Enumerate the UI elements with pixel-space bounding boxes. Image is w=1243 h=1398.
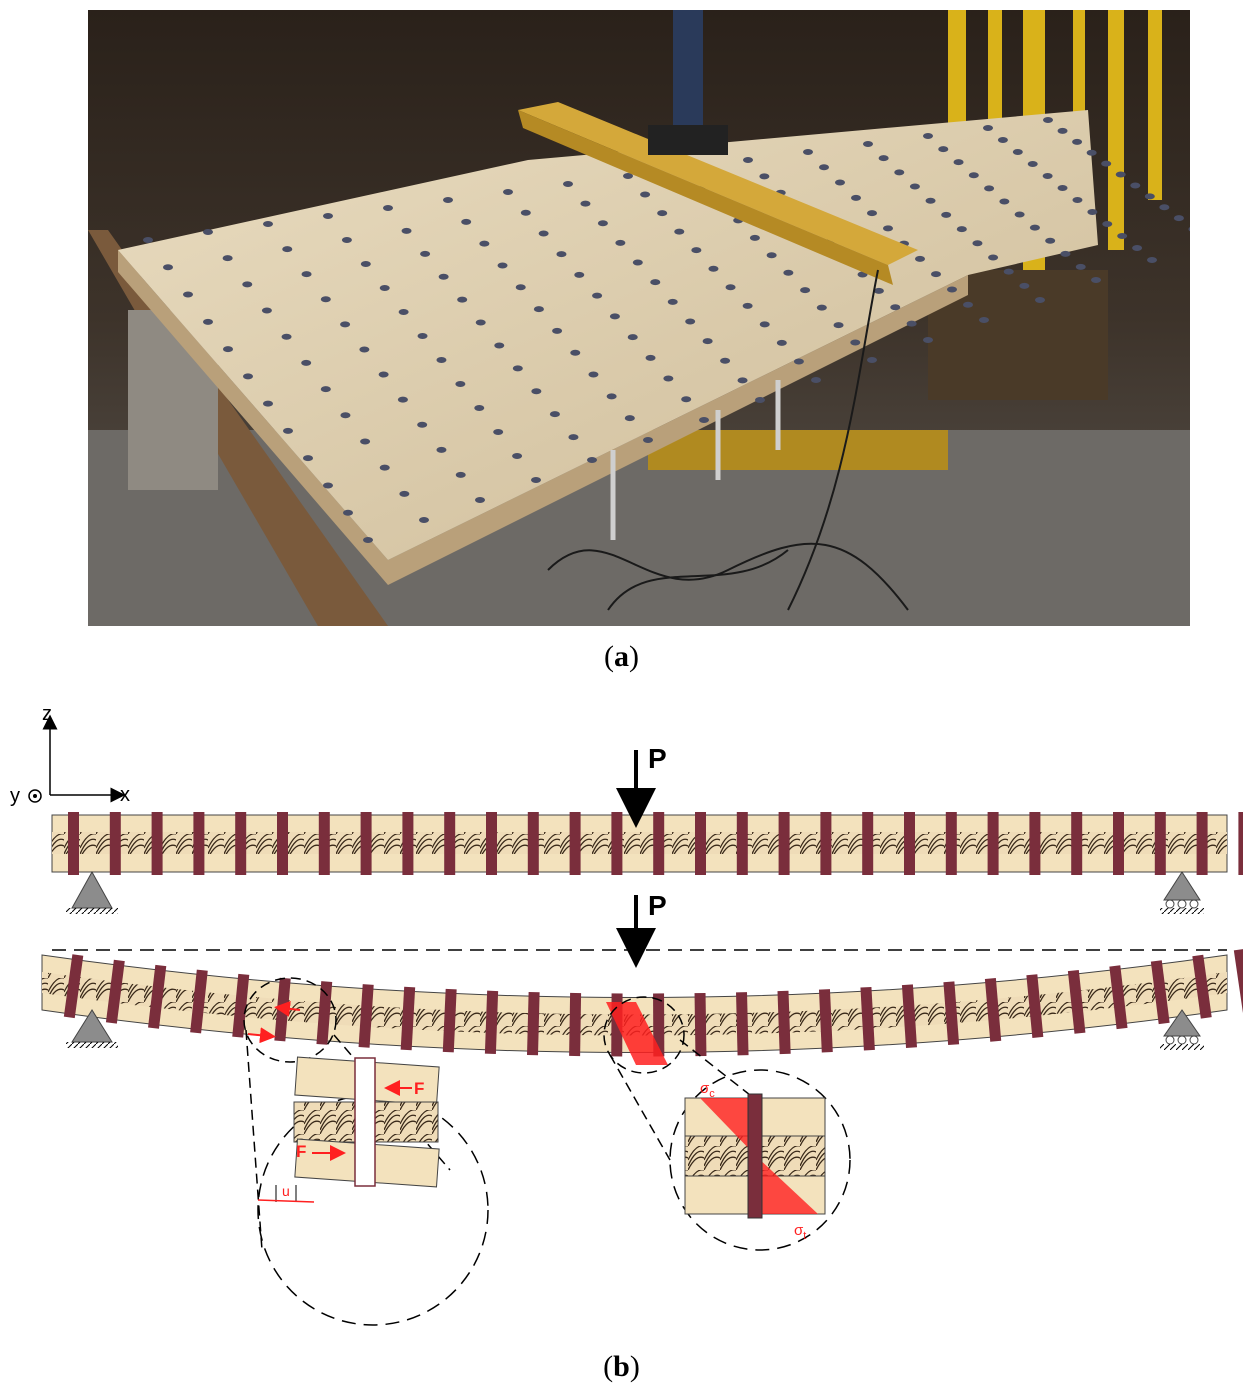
deformed-beam: P bbox=[41, 890, 1243, 1251]
tension-zone bbox=[756, 1156, 818, 1214]
dowel bbox=[1071, 812, 1083, 875]
dowel-detail-mid bbox=[747, 1093, 763, 1219]
dowel-detail bbox=[354, 1057, 376, 1187]
dowel bbox=[945, 812, 957, 875]
coordinate-axes: z x y bbox=[10, 703, 130, 807]
dowel bbox=[987, 812, 999, 875]
dowel bbox=[193, 812, 205, 875]
pin-support-left bbox=[71, 870, 113, 909]
dowel bbox=[820, 812, 832, 875]
dowel bbox=[1154, 812, 1166, 875]
compression-label: σc bbox=[700, 1080, 715, 1100]
actuator bbox=[673, 10, 703, 140]
dowel bbox=[148, 964, 167, 1029]
cables bbox=[547, 269, 909, 611]
dowel bbox=[1150, 960, 1170, 1025]
lvdt-sensors bbox=[610, 380, 781, 540]
dowel bbox=[358, 984, 374, 1048]
dowel bbox=[484, 990, 499, 1055]
dowel bbox=[109, 812, 121, 875]
dowel bbox=[777, 990, 791, 1055]
dowel bbox=[1109, 965, 1128, 1030]
y-axis-symbol bbox=[28, 789, 42, 803]
dowel-row-deformed bbox=[63, 948, 1243, 1057]
force-label-left: F bbox=[296, 1142, 306, 1161]
dowel bbox=[400, 986, 416, 1051]
dowel bbox=[68, 812, 79, 875]
detail-circle-mid bbox=[603, 996, 685, 1074]
dowel bbox=[736, 812, 748, 875]
inset-stress-detail: σc σt bbox=[669, 1069, 851, 1251]
slip-label: u bbox=[282, 1183, 290, 1199]
dowel bbox=[442, 988, 457, 1053]
inset-slip-detail: F F u bbox=[257, 1056, 489, 1326]
caption-b-letter: b bbox=[613, 1350, 630, 1383]
z-axis-label: z bbox=[42, 703, 52, 725]
dowel bbox=[1192, 954, 1212, 1019]
dowel bbox=[736, 992, 749, 1056]
dowel bbox=[694, 992, 707, 1057]
panel-top bbox=[118, 110, 1098, 560]
dowel bbox=[904, 812, 915, 875]
undeformed-beam: P bbox=[51, 743, 1243, 914]
specimen-photo bbox=[88, 10, 1190, 626]
dowel bbox=[318, 812, 330, 875]
x-axis-label: x bbox=[120, 784, 130, 806]
dowel bbox=[1067, 969, 1086, 1034]
dowel bbox=[1026, 974, 1044, 1038]
dowel bbox=[235, 812, 247, 875]
tension-label: σt bbox=[794, 1222, 806, 1242]
dowel bbox=[611, 812, 623, 875]
detail-circle-left bbox=[243, 977, 337, 1063]
y-axis-label: y bbox=[10, 785, 20, 807]
dowel bbox=[1196, 812, 1208, 875]
bent-cross-layer bbox=[42, 972, 1227, 1036]
dowel bbox=[818, 989, 833, 1053]
stress-profile-midspan bbox=[606, 1002, 668, 1065]
dowel bbox=[901, 984, 918, 1048]
dowel bbox=[1233, 948, 1243, 1013]
dowel bbox=[105, 959, 125, 1024]
dowel bbox=[360, 812, 372, 875]
panel-side bbox=[118, 250, 968, 585]
caption-b: (b) bbox=[603, 1350, 640, 1383]
dowel bbox=[653, 812, 665, 875]
dowel bbox=[444, 812, 456, 875]
dowel bbox=[527, 992, 540, 1056]
load-label-top: P bbox=[648, 743, 667, 774]
beam-diagram: z x y P bbox=[0, 690, 1243, 1330]
dowel bbox=[984, 978, 1002, 1042]
cross-layer bbox=[52, 832, 1227, 854]
dowel-row-undeformed bbox=[68, 812, 1243, 875]
dowel bbox=[1029, 812, 1041, 875]
roller-support-right bbox=[1163, 871, 1201, 901]
dowel bbox=[527, 812, 539, 875]
dowel bbox=[569, 992, 582, 1057]
dowel bbox=[232, 973, 250, 1038]
dowel bbox=[862, 812, 874, 875]
dowel bbox=[943, 981, 960, 1046]
dowel bbox=[402, 812, 414, 875]
dowel bbox=[1238, 812, 1243, 875]
dowel bbox=[653, 993, 665, 1057]
dowel bbox=[277, 812, 288, 875]
dowel bbox=[316, 981, 333, 1045]
dowel bbox=[1113, 812, 1124, 875]
dowel bbox=[695, 812, 706, 875]
dowel bbox=[860, 986, 875, 1051]
compression-zone bbox=[700, 1098, 756, 1156]
load-label-deformed: P bbox=[648, 890, 667, 921]
dowel bbox=[190, 969, 208, 1034]
dowel bbox=[63, 954, 84, 1019]
caption-a: (a) bbox=[604, 640, 639, 673]
dowel bbox=[486, 812, 497, 875]
dowel bbox=[778, 812, 790, 875]
dowel bbox=[569, 812, 581, 875]
force-label-right: F bbox=[414, 1079, 424, 1098]
loading-beam bbox=[518, 102, 918, 265]
dowel bbox=[151, 812, 163, 875]
caption-a-letter: a bbox=[614, 640, 629, 673]
